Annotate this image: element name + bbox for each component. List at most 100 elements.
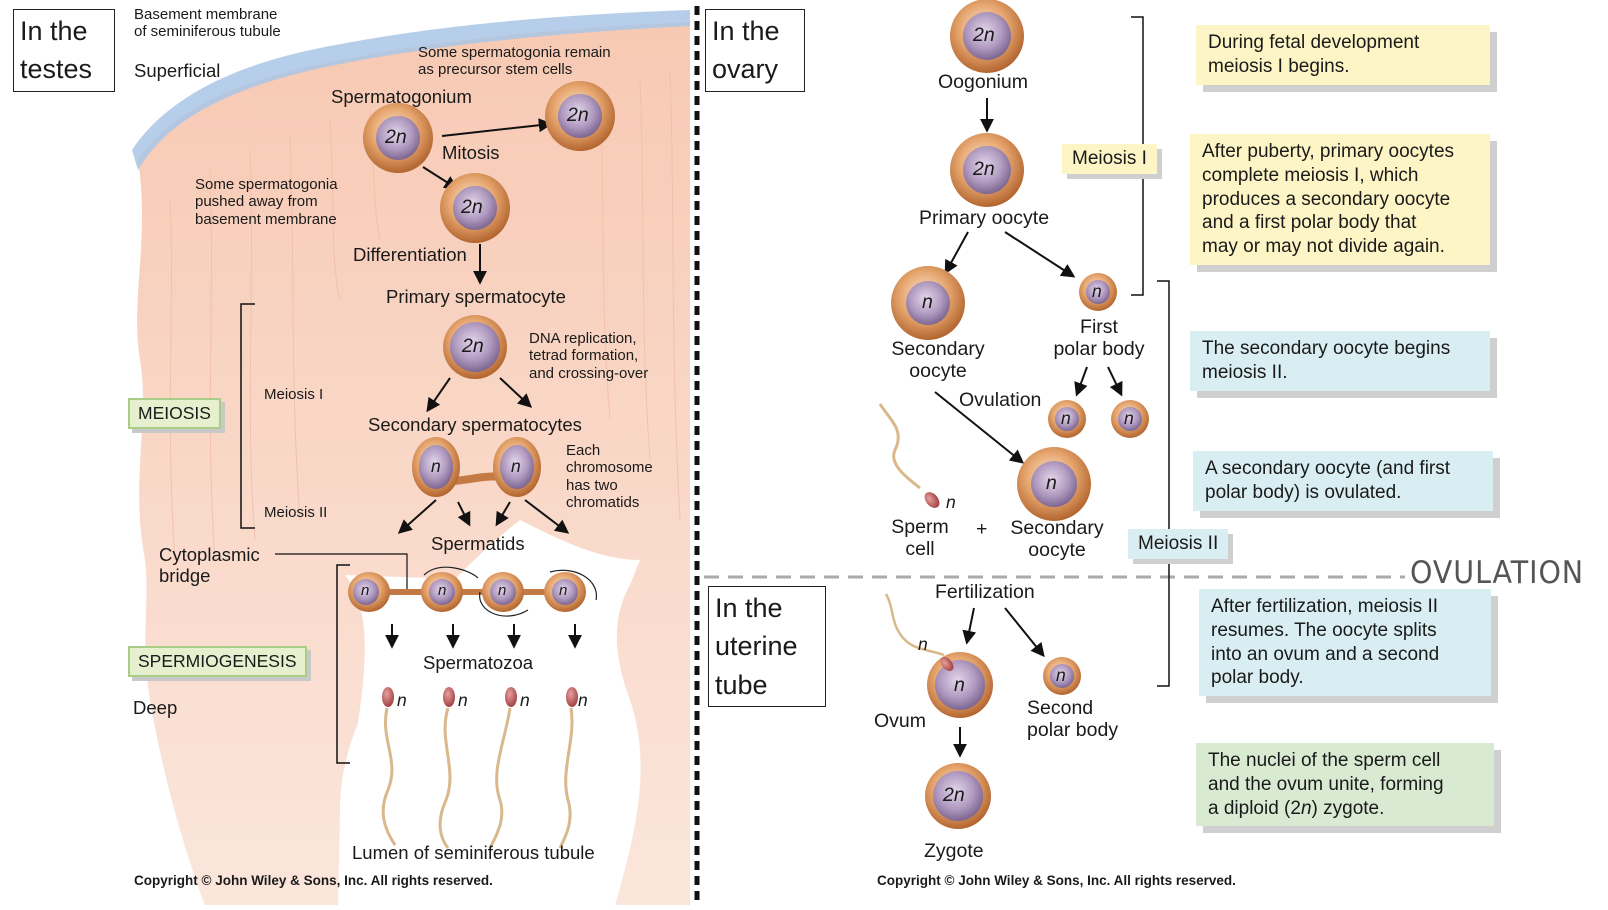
first-polar-body-cell [1079,273,1117,311]
ploidy-sperm-cell: n [946,492,956,512]
ovum-cell [884,593,993,718]
testes-meiosis1-label: Meiosis I [264,386,324,403]
note-fetal-development: During fetal development meiosis I begin… [1196,25,1490,85]
testes-label-line1: In the [20,16,88,46]
dna-replication-label: DNA replication, tetrad formation, and c… [529,330,649,382]
ploidy-oogonium: 2n [973,24,995,46]
ovary-copyright: Copyright © John Wiley & Sons, Inc. All … [877,873,1236,888]
testes-meiosis2-label: Meiosis II [264,504,328,521]
ploidy-first-polar-body: n [1092,281,1102,301]
testes-arrows [385,118,582,649]
ploidy-primary-oocyte: 2n [973,158,995,180]
ploidy-polar-division-1: n [1061,408,1071,428]
note-begins-meiosis2: The secondary oocyte begins meiosis II. [1190,331,1490,391]
pushed-away-label: Some spermatogonia pushed away from base… [195,176,338,228]
ploidy-second-polar-body: n [1056,665,1066,685]
testes-section-label: In the testes [13,9,115,92]
secondary-oocyte-label: Secondary oocyte [891,338,985,383]
spermatozoa-cells [381,687,578,849]
basement-membrane [132,10,690,170]
precursor-stem-label: Some spermatogonia remain as precursor s… [418,44,611,79]
lumen-label: Lumen of seminiferous tubule [352,842,595,863]
spermiogenesis-bracket [336,564,350,764]
bridge-pointer [275,553,408,590]
mitosis-label: Mitosis [442,142,500,163]
ovulation-divider-label: OVULATION [1410,555,1585,591]
note-zygote-forms: The nuclei of the sperm cell and the ovu… [1196,743,1494,827]
primary-spermatocyte-cell [443,315,507,379]
ovary-section-label: In the ovary [705,9,805,92]
spermatids-label: Spermatids [431,533,525,554]
ovulation-label: Ovulation [959,389,1042,411]
differentiating-spermatogonium-cell [440,173,510,243]
oogonium-label: Oogonium [938,71,1028,93]
primary-spermatocyte-label: Primary spermatocyte [386,286,566,307]
ovary-label-line2: ovary [712,54,779,85]
ploidy-polar-division-2: n [1124,408,1134,428]
secondary-oocyte-cell [891,266,965,340]
superficial-label: Superficial [134,60,221,81]
ploidy-differentiating: 2n [461,196,483,218]
spermatogonium-cell [363,103,433,173]
ploidy-spermatogonium: 2n [385,126,407,148]
spermatid-cells [348,566,597,617]
ploidy-fertilizing-sperm: n [918,634,928,654]
primary-oocyte-label: Primary oocyte [919,207,1050,229]
fertilization-label: Fertilization [935,581,1035,603]
meiosis-bracket [240,303,255,529]
ploidy-secondary-right: n [511,456,521,476]
sperm-cell-label: Sperm cell [891,516,949,561]
secondary-spermatocytes-label: Secondary spermatocytes [368,414,582,435]
uterine-label-line2: uterine [715,631,798,662]
testes-copyright: Copyright © John Wiley & Sons, Inc. All … [134,873,493,888]
ploidy-ovum: n [954,674,965,696]
ploidy-stem-cell: 2n [567,104,589,126]
note-after-fertilization: After fertilization, meiosis II resumes.… [1199,589,1491,696]
ploidy-sperm-4: n [578,690,588,710]
sperm-cell-drawing [878,403,940,508]
ploidy-ovulated-oocyte: n [1046,472,1057,494]
ploidy-secondary-left: n [431,456,441,476]
ploidy-sperm-2: n [458,690,468,710]
note-after-puberty: After puberty, primary oocytes complete … [1190,134,1490,265]
ploidy-spermatid-4: n [559,582,568,599]
ovulated-secondary-oocyte-label: Secondary oocyte [1010,517,1104,562]
meiosis2-bracket [1157,280,1170,687]
ploidy-sperm-3: n [520,690,530,710]
ploidy-primary-spermatocyte: 2n [462,335,484,357]
deep-label: Deep [133,697,178,718]
ovum-label: Ovum [874,710,927,732]
spermiogenesis-tag: SPERMIOGENESIS [128,646,307,677]
two-chromatids-label: Each chromosome has two chromatids [566,442,653,511]
ovulated-secondary-oocyte-cell [1017,447,1091,521]
ovary-label-line1: In the [712,16,780,46]
note-ovulated: A secondary oocyte (and first polar body… [1193,451,1493,511]
meiosis2-tag: Meiosis II [1128,529,1229,559]
ploidy-secondary-oocyte: n [922,291,933,313]
zygote-cell [925,763,991,829]
spermatogonium-label: Spermatogonium [331,86,472,107]
ovary-arrows [934,98,1123,758]
uterine-label-line3: tube [715,669,768,700]
ploidy-spermatid-2: n [438,582,447,599]
second-polar-body-label: Second polar body [1027,697,1119,742]
uterine-label-line1: In the [715,593,783,623]
secondary-spermatocyte-cells [412,437,541,497]
ploidy-sperm-1: n [397,690,407,710]
first-polar-body-label: First polar body [1053,316,1145,361]
uterine-tube-section-label: In the uterine tube [708,586,826,707]
zygote-label: Zygote [924,840,984,862]
ploidy-zygote: 2n [943,784,965,806]
basement-membrane-label: Basement membrane of seminiferous tubule [134,6,281,41]
spermatozoa-label: Spermatozoa [423,652,534,673]
stem-cell [545,81,615,151]
cytoplasmic-bridge-label: Cytoplasmic bridge [159,544,260,587]
testes-label-line2: testes [20,54,93,85]
ploidy-spermatid-1: n [361,582,370,599]
ploidy-spermatid-3: n [498,582,507,599]
second-polar-body-cell [1043,657,1081,695]
oogonium-cell [950,0,1024,73]
differentiation-label: Differentiation [353,244,467,265]
